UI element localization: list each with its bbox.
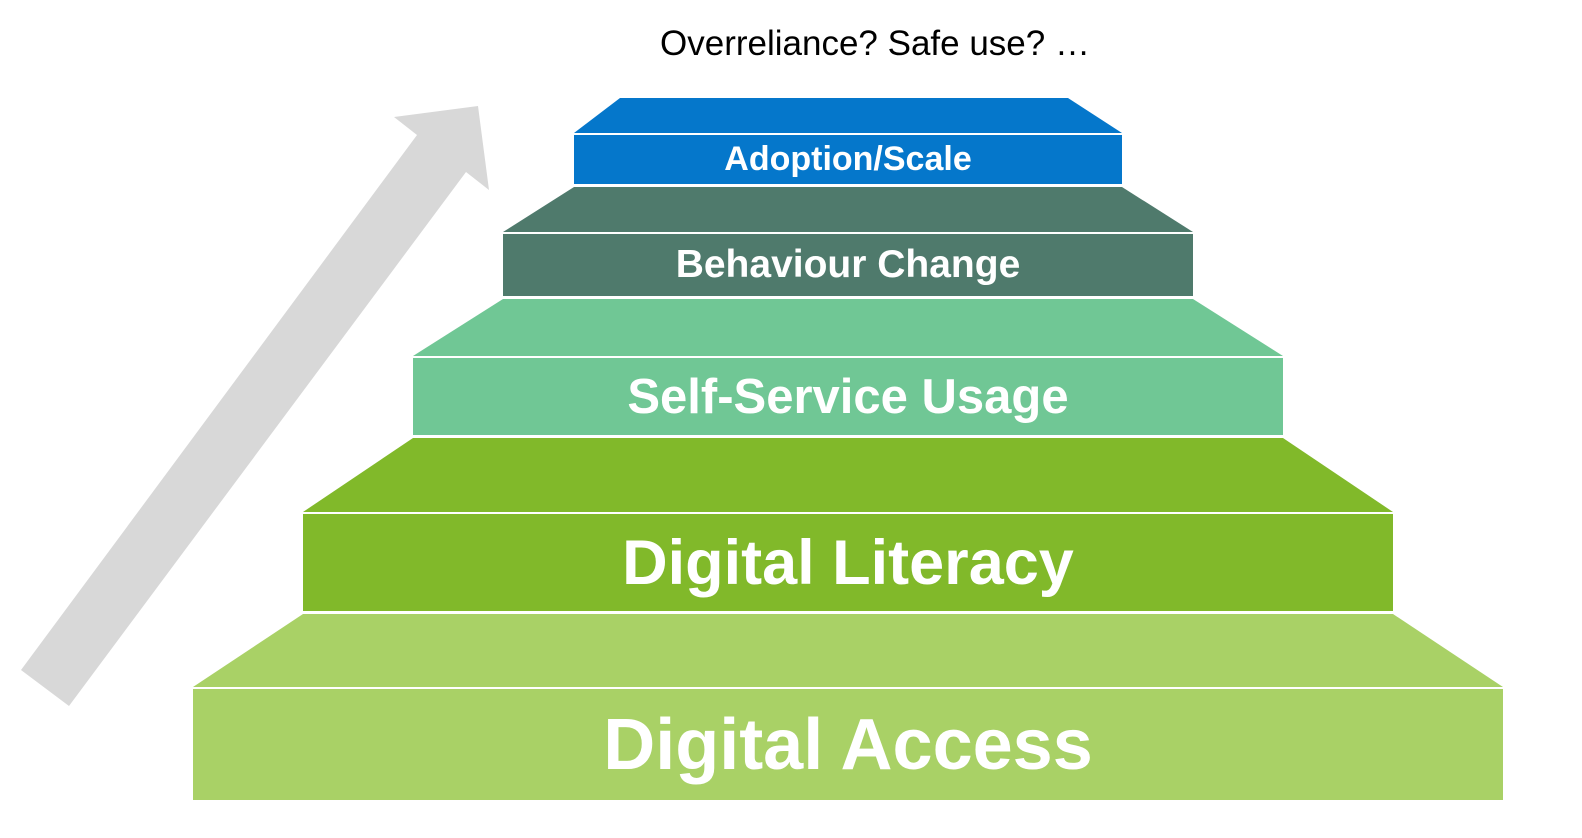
step-label-digital-literacy: Digital Literacy — [622, 527, 1074, 598]
step-front-adoption-scale — [574, 135, 1122, 184]
step-label-digital-access: Digital Access — [603, 704, 1093, 785]
step-top-behaviour-change — [503, 187, 1193, 232]
step-label-self-service-usage: Self-Service Usage — [627, 369, 1069, 424]
step-front-self-service-usage — [413, 358, 1283, 435]
step-front-digital-literacy — [303, 514, 1393, 611]
step-label-adoption-scale: Adoption/Scale — [724, 140, 972, 178]
step-top-self-service-usage — [413, 299, 1283, 356]
step-top-digital-access — [193, 614, 1503, 687]
slide-title: Overreliance? Safe use? … — [660, 24, 1090, 63]
step-top-adoption-scale — [574, 98, 1122, 133]
step-label-behaviour-change: Behaviour Change — [675, 243, 1021, 286]
step-top-digital-literacy — [303, 438, 1393, 512]
step-front-digital-access — [193, 689, 1503, 800]
growth-arrow-icon — [21, 106, 489, 706]
step-front-behaviour-change — [503, 234, 1193, 296]
